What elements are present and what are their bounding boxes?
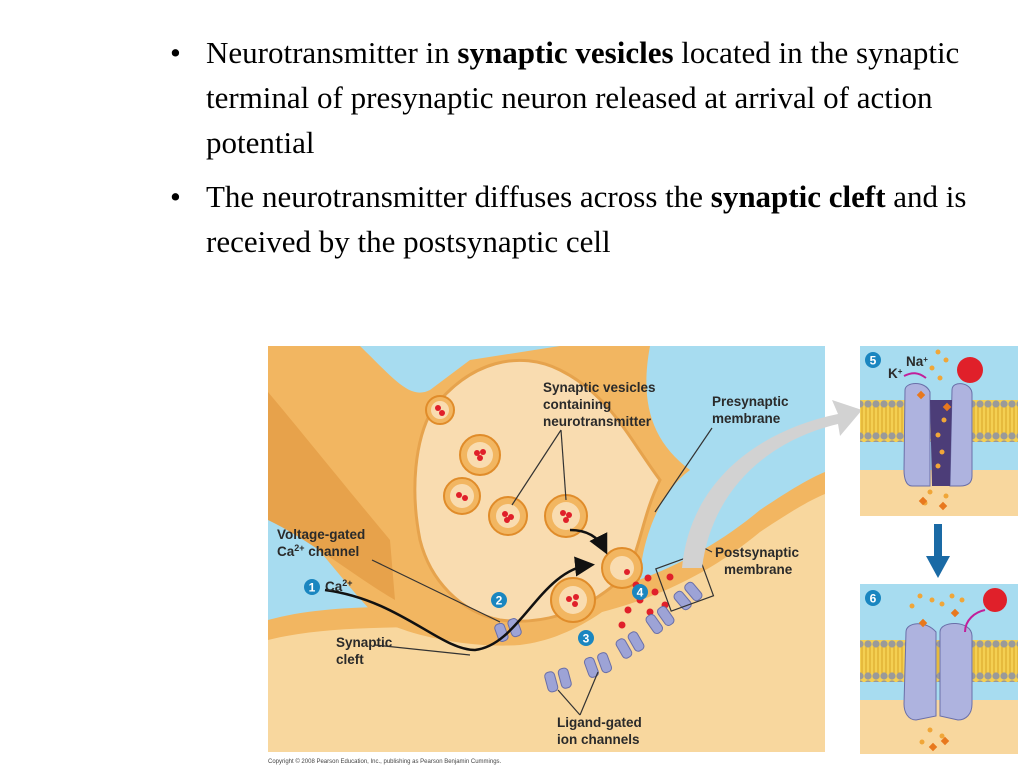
cleft-label-line1: Synaptic [336,635,393,650]
figure-labels: Synaptic vesicles containing neurotransm… [277,380,800,747]
vesicles-label-line2: containing [543,397,611,412]
svg-text:3: 3 [583,632,590,646]
postsynaptic-label-line2: membrane [724,562,793,577]
vesicle [459,434,501,476]
ligand-ball [983,588,1007,612]
receptor-subunit [903,383,931,487]
bullet-1-bold: synaptic vesicles [457,35,674,70]
open-channel-pore [930,400,952,486]
ions [909,593,965,745]
sodium-label: Na+ [906,354,928,369]
vesicle [550,577,596,623]
vesicles-label-line3: neurotransmitter [543,414,652,429]
voltage-gated-channel [494,618,522,642]
transmitter-diamonds [916,390,952,511]
vesicle [488,496,528,536]
postsynaptic-label-line1: Postsynaptic [715,545,800,560]
vesicle [443,477,481,515]
bullet-1: • Neurotransmitter in synaptic vesicles … [170,30,1010,165]
vesicle-fusion-arrow [569,528,608,555]
receptor-subunit [903,623,937,721]
callout-lines [371,427,713,716]
vesicles-label-line1: Synaptic vesicles [543,380,656,395]
step-3-badge: 3 [578,630,594,646]
svg-text:4: 4 [637,586,644,600]
voltage-channel-label-line2: Ca2+ channel [277,543,359,559]
svg-text:5: 5 [870,354,877,368]
bullet-2: • The neurotransmitter diffuses across t… [170,174,1010,264]
ligand-gated-channel [645,605,675,635]
vesicle [544,494,588,538]
ligand-ball [957,357,983,383]
ligand-gated-channel [583,652,613,678]
ligand-label-line2: ion channels [557,732,640,747]
svg-text:6: 6 [870,592,877,606]
zoom-box [655,552,715,612]
ligand-release-arrow [964,609,986,633]
ligand-label-line1: Ligand-gated [557,715,642,730]
zoom-arrow [682,400,862,568]
bullet-2-bold: synaptic cleft [710,179,886,214]
lipid-bilayer [860,640,1018,682]
cleft-label-line2: cleft [336,652,364,667]
receptor-subunit [939,623,973,721]
bullet-2-text-start: The neurotransmitter diffuses across the [206,179,711,214]
bullet-2-text-end: and is received by the postsynaptic cell [206,179,967,259]
ligand-gated-channel [615,631,645,659]
step-2-badge: 2 [491,592,507,608]
down-arrow [926,524,950,578]
ligand-gated-channel [544,667,572,693]
step-1-badge: 1 [304,579,320,595]
calcium-ion-label: Ca2+ [325,578,353,594]
ions-flowing [922,349,949,506]
bullet-1-text-end: located in the synaptic terminal of pres… [206,35,960,160]
step-6-badge: 6 [865,590,881,606]
svg-text:1: 1 [309,581,316,595]
transmitter-diamonds [918,608,960,752]
inset-step-6: 6 [860,584,1018,754]
synaptic-vesicles [425,395,643,623]
inset-step-5: 5 Na+ K+ [860,346,1018,516]
voltage-channel-label-line1: Voltage-gated [277,527,365,542]
copyright-text: Copyright © 2008 Pearson Education, Inc.… [268,758,502,765]
potassium-label: K+ [888,366,903,381]
calcium-arrow [324,556,595,652]
bullet-1-text-start: Neurotransmitter in [206,35,458,70]
vesicle [425,395,455,425]
potassium-flow-arrow [903,372,927,379]
svg-text:2: 2 [496,594,503,608]
axon-shading [268,392,395,600]
bullet-dot: • [170,35,181,70]
bullet-dot: • [170,179,181,214]
bullet-list: • Neurotransmitter in synaptic vesicles … [170,30,1010,273]
step-badges: 1 2 3 4 [304,579,648,646]
process-arrows [324,528,608,652]
fusing-vesicle [601,547,643,589]
receptor-subunit [949,383,973,487]
step-5-badge: 5 [865,352,881,368]
presynaptic-label-line2: membrane [712,411,781,426]
presynaptic-label-line1: Presynaptic [712,394,789,409]
step-4-badge: 4 [632,584,648,600]
